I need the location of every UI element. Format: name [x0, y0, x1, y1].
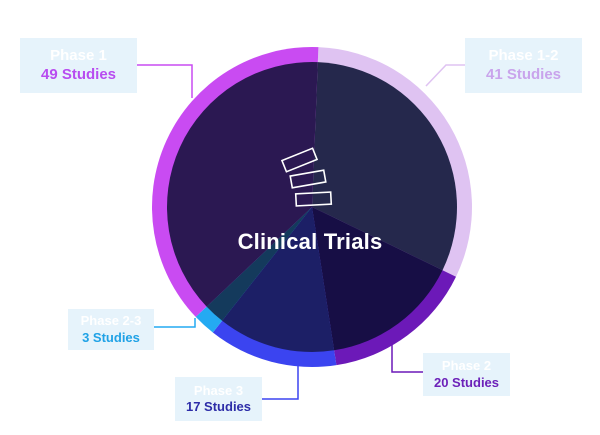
callout-phase-1-name: Phase 1 [50, 46, 107, 64]
stacked-bars-logo-icon [280, 147, 333, 207]
callout-phase-3: Phase 3 17 Studies [175, 377, 262, 421]
chart-center-title: Clinical Trials [237, 229, 383, 254]
leader-line-phase-2-3 [154, 318, 196, 328]
callout-phase-3-count: 17 Studies [185, 399, 252, 414]
callout-phase-3-name: Phase 3 [193, 382, 244, 398]
callout-phase-2-3: Phase 2-3 3 Studies [68, 309, 154, 350]
callout-phase-2-3-count: 3 Studies [82, 329, 140, 345]
callout-phase-2-name: Phase 2 [441, 358, 492, 374]
pie-slice-phase-1 [167, 62, 318, 307]
leader-line-phase-1-2 [425, 64, 465, 87]
callout-phase-1: Phase 1 49 Studies [20, 38, 137, 93]
leader-line-phase-1 [137, 64, 193, 98]
pie-slice-phase-2-3 [206, 207, 312, 321]
leader-line-phase-2 [391, 343, 423, 373]
pie-slice-phase-2 [312, 207, 443, 351]
pie-slice-phase-3 [222, 207, 335, 352]
callout-phase-1-2-name: Phase 1-2 [488, 46, 559, 64]
callout-phase-2: Phase 2 20 Studies [423, 353, 510, 396]
callout-phase-1-2-count: 41 Studies [485, 65, 562, 83]
leader-line-phase-3 [262, 362, 299, 400]
pie-slice-phase-1-2 [312, 62, 457, 271]
callout-phase-2-3-name: Phase 2-3 [80, 313, 142, 329]
callout-phase-2-count: 20 Studies [433, 374, 500, 390]
callout-phase-1-count: 49 Studies [40, 65, 117, 83]
callout-phase-1-2: Phase 1-2 41 Studies [465, 38, 582, 93]
